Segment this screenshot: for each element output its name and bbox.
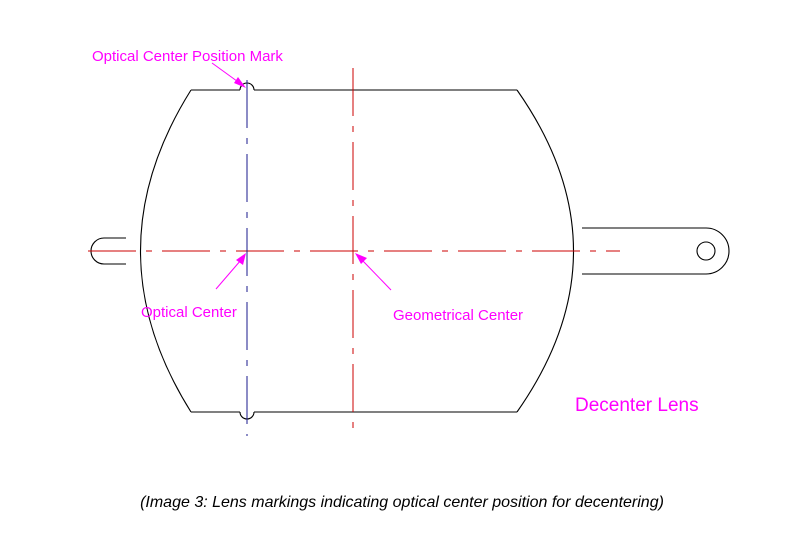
leader-line-optical-center — [215, 259, 242, 290]
diagram-title: Decenter Lens — [575, 395, 699, 416]
arrowhead-optical-center — [236, 253, 246, 265]
leader-geometrical-center — [355, 253, 392, 291]
leader-line-geometrical-center — [361, 259, 392, 291]
lens-left-arc — [140, 89, 192, 413]
arrowhead-mark — [234, 77, 246, 88]
right-handle-hole — [696, 241, 716, 261]
label-optical-center-position-mark: Optical Center Position Mark — [92, 48, 283, 65]
leader-optical-center — [215, 253, 246, 290]
leader-mark — [211, 62, 246, 88]
label-optical-center: Optical Center — [141, 304, 237, 321]
label-geometrical-center: Geometrical Center — [393, 307, 523, 324]
figure-caption: (Image 3: Lens markings indicating optic… — [140, 494, 664, 511]
right-handle — [582, 227, 730, 275]
arrowhead-geometrical-center — [355, 253, 367, 264]
right-handle-outline — [582, 227, 730, 275]
